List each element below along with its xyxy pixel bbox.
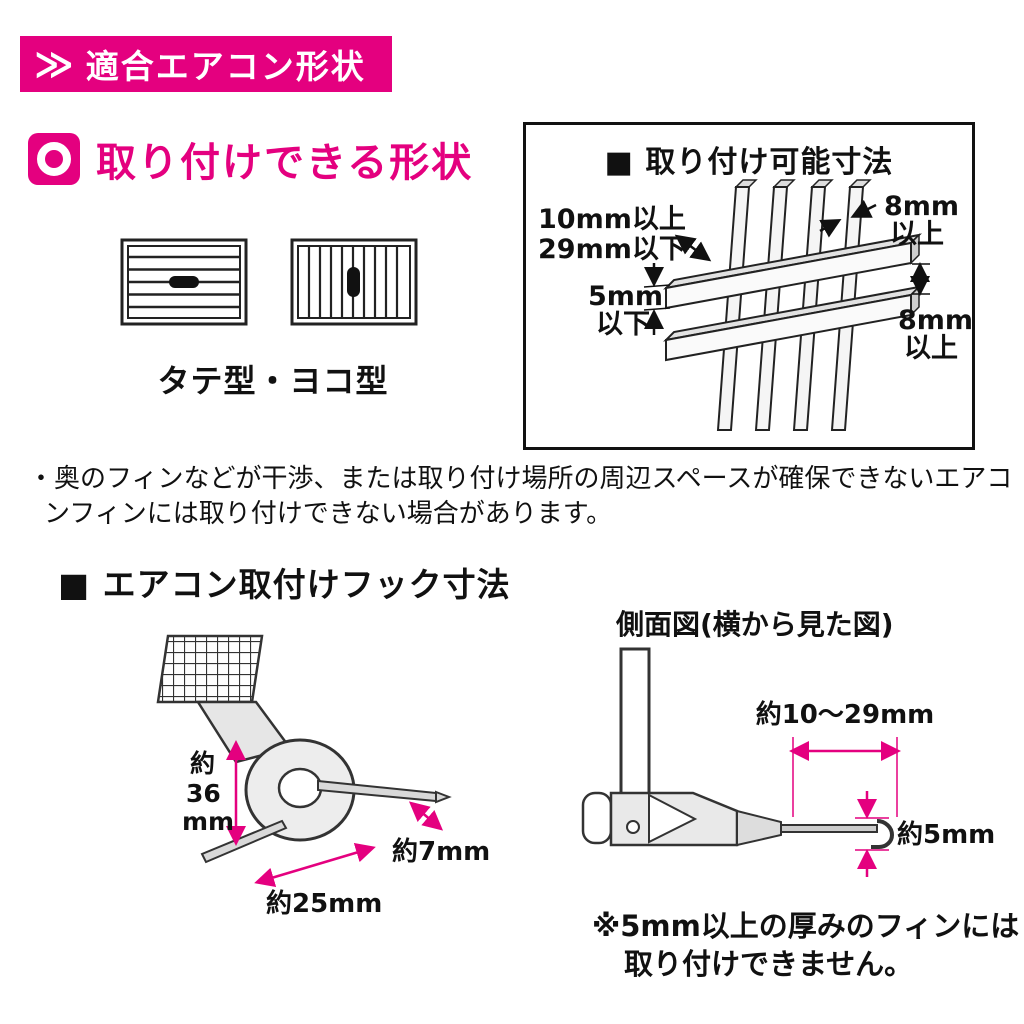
double-chevron-icon: ≫ xyxy=(34,42,74,86)
side-view-body xyxy=(581,647,895,849)
label-hook-length: 約25mm xyxy=(266,888,382,919)
ring-inner xyxy=(277,767,323,809)
vent-knob-vertical xyxy=(347,267,360,297)
thickness-note-line2: 取り付けできません。 xyxy=(624,947,914,981)
circle-badge-icon xyxy=(28,133,80,185)
clip-pivot xyxy=(626,820,640,834)
vent-vertical-louver-icon xyxy=(290,238,418,326)
label-height-unit: mm xyxy=(182,807,234,836)
hook-body xyxy=(156,634,452,864)
mountable-dimensions-title: ■ 取り付け可能寸法 xyxy=(604,145,894,180)
circle-ring xyxy=(37,142,71,176)
attachable-shape-title: 取り付けできる形状 xyxy=(96,140,474,186)
label-height-kanji: 約 xyxy=(190,749,215,778)
vent-horizontal-louver-icon xyxy=(120,238,248,326)
grille-block xyxy=(156,634,264,704)
label-height-value: 36 xyxy=(186,779,221,808)
horizontal-slats xyxy=(663,233,922,362)
label-thickness-value: 5mm xyxy=(588,281,663,312)
interference-note-line1: ・奥のフィンなどが干渉、または取り付け場所の周辺スペースが確保できないエアコ xyxy=(28,464,1013,494)
label-fin-gap-unit: 以上 xyxy=(890,219,944,250)
label-insert-depth: 約10〜29mm xyxy=(756,699,935,730)
header-banner: ≫ 適合エアコン形状 xyxy=(20,36,392,92)
label-depth-min: 10mm以上 xyxy=(538,204,686,235)
attachable-shape-heading: 取り付けできる形状 xyxy=(28,130,473,188)
vent-type-label: タテ型・ヨコ型 xyxy=(157,362,389,400)
label-slat-gap-unit: 以上 xyxy=(904,333,958,364)
vent-knob-horizontal xyxy=(169,276,199,288)
side-view-dimension-arrows xyxy=(789,737,901,877)
label-thickness-unit: 以下 xyxy=(596,309,650,340)
side-view-diagram: 約10〜29mm 約5mm xyxy=(581,647,995,877)
hook-profile xyxy=(871,819,895,849)
dimension-arrows xyxy=(643,199,930,335)
cone-profile xyxy=(736,809,782,847)
banner-title: 適合エアコン形状 xyxy=(85,47,366,86)
hook-dimensions-heading: ■ エアコン取付けフック寸法 xyxy=(58,565,511,604)
side-view-title: 側面図(横から見た図) xyxy=(616,608,894,641)
mountable-dimensions-box: ■ 取り付け可能寸法 xyxy=(523,122,975,450)
back-pad xyxy=(581,791,613,845)
thickness-note-line1: ※5mm以上の厚みのフィンには xyxy=(592,909,1020,943)
label-depth-max: 29mm以下 xyxy=(538,234,686,265)
label-tip-width: 約7mm xyxy=(392,836,490,867)
clip-jaw xyxy=(648,793,698,844)
hook-rod-tip xyxy=(435,790,452,804)
hook-perspective-diagram: 約 36 mm 約7mm 約25mm xyxy=(156,634,490,919)
hook-dimension-arrows xyxy=(226,740,444,888)
interference-note-line2: ンフィンには取り付けできない場合があります。 xyxy=(44,499,613,529)
label-hook-gap: 約5mm xyxy=(897,819,995,850)
label-fin-gap-value: 8mm xyxy=(884,191,959,222)
rod-profile xyxy=(780,824,878,833)
label-slat-gap-value: 8mm xyxy=(898,305,972,336)
fin-dimensions-diagram: 10mm以上 29mm以下 8mm 以上 5mm 以下 8mm 以上 xyxy=(538,179,972,431)
